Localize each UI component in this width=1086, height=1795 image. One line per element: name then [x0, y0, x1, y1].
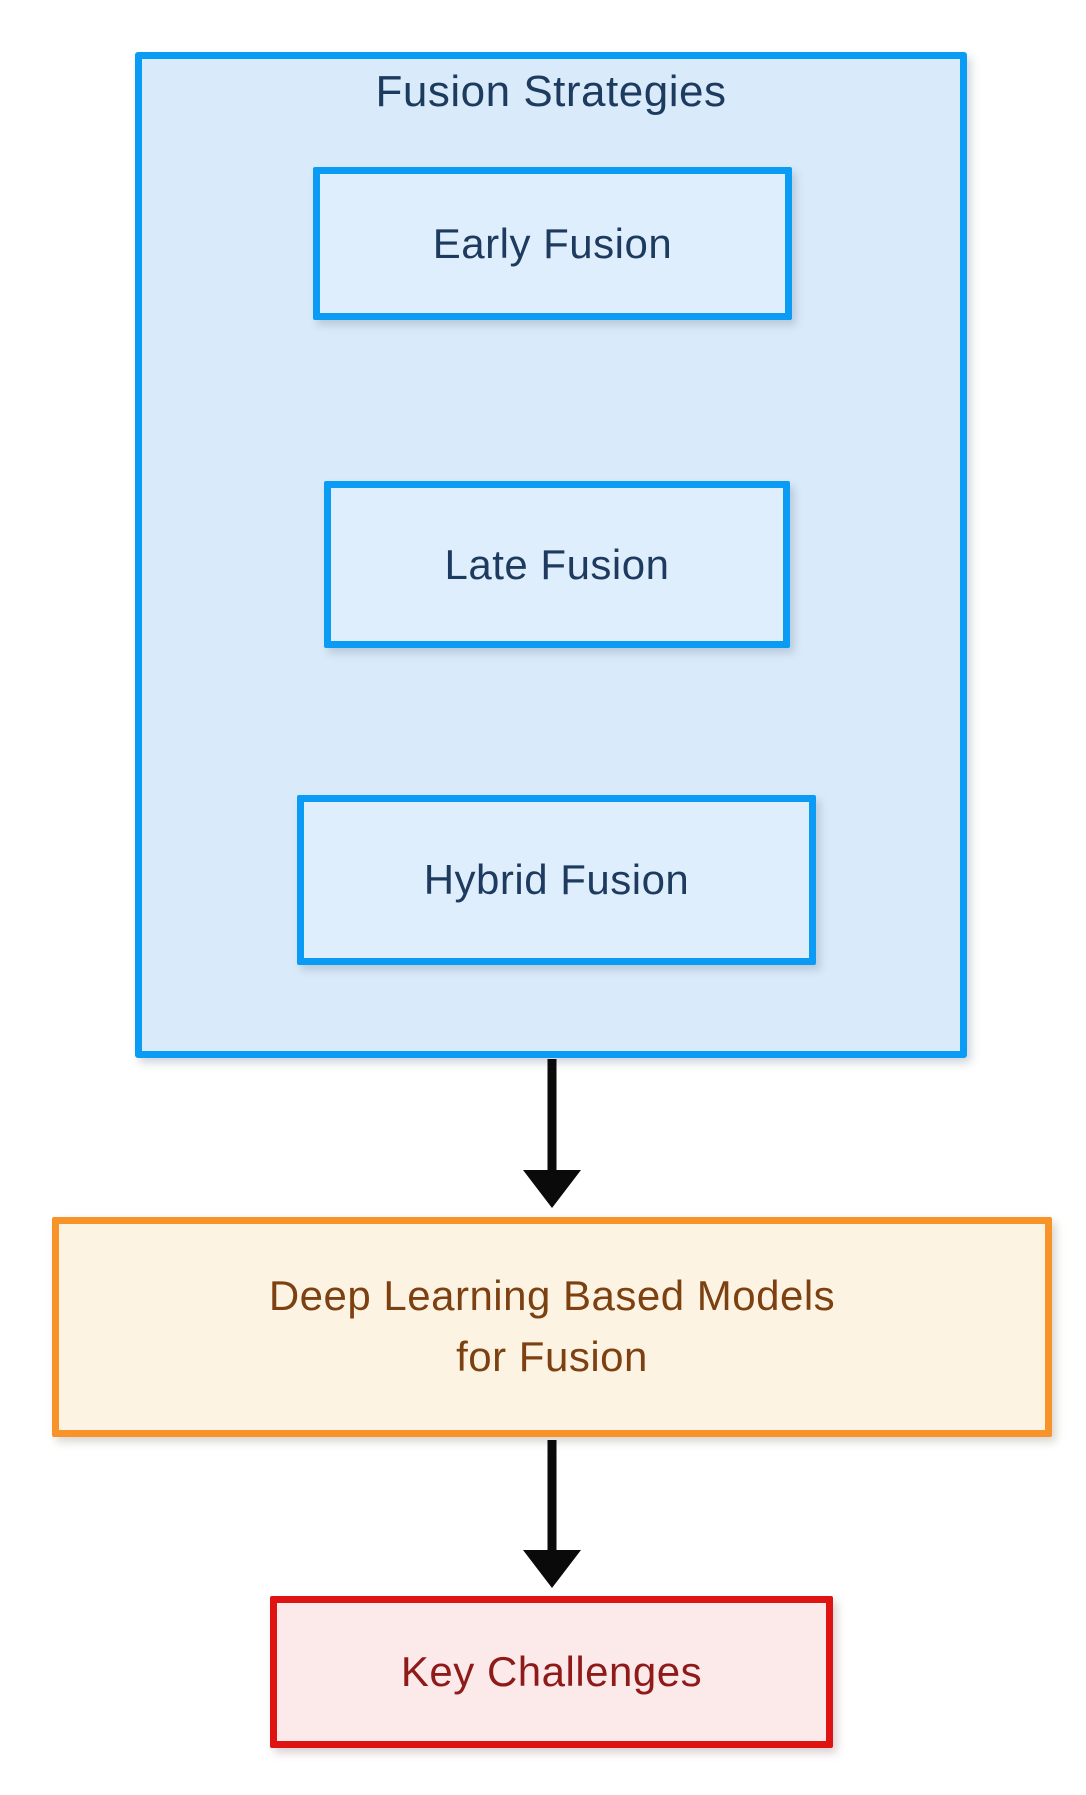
node-hybrid-fusion: Hybrid Fusion	[297, 795, 816, 965]
node-key-challenges: Key Challenges	[270, 1596, 833, 1748]
arrow-head	[523, 1550, 581, 1588]
node-early-fusion-label: Early Fusion	[432, 219, 673, 267]
group-title: Fusion Strategies	[375, 67, 727, 116]
arrow-head	[523, 1170, 581, 1208]
node-hybrid-fusion-label: Hybrid Fusion	[423, 856, 690, 903]
arrow-shaft	[547, 1059, 557, 1172]
fusion-strategies-group: Fusion Strategies Early Fusion Late Fusi…	[135, 52, 967, 1058]
node-deep-learning-models: Deep Learning Based Models for Fusion	[52, 1217, 1052, 1437]
down-arrow-icon	[523, 1059, 581, 1208]
node-deep-learning-models-label: Deep Learning Based Models for Fusion	[268, 1272, 836, 1380]
node-late-fusion: Late Fusion	[324, 481, 790, 648]
node-late-fusion-label: Late Fusion	[444, 540, 670, 588]
node-key-challenges-label: Key Challenges	[400, 1648, 703, 1695]
node-early-fusion: Early Fusion	[313, 167, 792, 320]
arrow-shaft	[547, 1440, 557, 1553]
down-arrow-icon	[523, 1440, 581, 1588]
